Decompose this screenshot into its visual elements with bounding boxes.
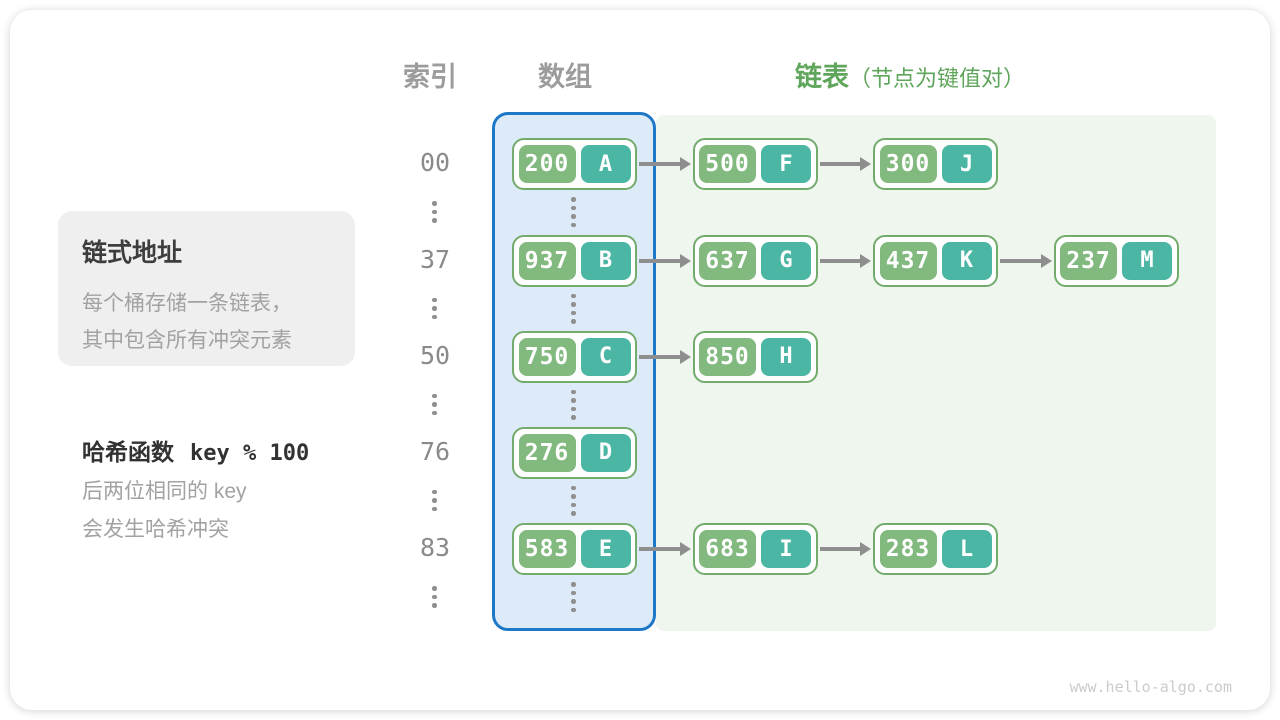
chaining-line-1: 每个桶存储一条链表， xyxy=(82,292,292,315)
node-value: J xyxy=(941,145,992,183)
node-key: 300 xyxy=(879,145,937,183)
node-key: 637 xyxy=(699,241,756,280)
node-key: 500 xyxy=(699,145,756,183)
bucket-index-label: 76 xyxy=(419,436,451,466)
node-key: 283 xyxy=(879,530,937,568)
array-ellipsis-dots xyxy=(571,293,576,324)
hash-function-note: 后两位相同的 key 会发生哈希冲突 xyxy=(82,473,247,549)
hash-function-label: 哈希函数 xyxy=(82,439,174,465)
linked-list-header-note: （节点为键值对） xyxy=(849,66,1026,91)
index-ellipsis-dots xyxy=(432,201,437,223)
array-ellipsis-dots xyxy=(571,485,576,516)
linked-list-header: 链表（节点为键值对） xyxy=(795,55,1025,94)
pointer-arrow-icon xyxy=(639,541,691,557)
node-value: K xyxy=(941,241,992,280)
node-key: 437 xyxy=(879,241,937,280)
node-key: 683 xyxy=(699,530,756,568)
bucket-index-label: 83 xyxy=(419,533,451,562)
node-value: H xyxy=(761,337,811,376)
pointer-arrow-icon xyxy=(819,253,871,269)
node-key: 850 xyxy=(699,337,756,376)
linked-list-header-label: 链表 xyxy=(795,62,849,92)
node-key: 750 xyxy=(518,337,576,376)
node-value: B xyxy=(580,241,631,280)
pointer-arrow-icon xyxy=(639,156,691,172)
pointer-arrow-icon xyxy=(819,156,871,172)
pointer-arrow-icon xyxy=(1000,253,1052,269)
index-ellipsis-dots xyxy=(432,586,437,608)
pointer-arrow-icon xyxy=(639,253,691,269)
node-value: M xyxy=(1122,241,1172,280)
hash-function-formula: key % 100 xyxy=(190,441,310,466)
index-ellipsis-dots xyxy=(432,489,437,512)
chaining-info-card: 链式地址 每个桶存储一条链表， 其中包含所有冲突元素 xyxy=(58,211,355,366)
node-value: C xyxy=(580,337,631,376)
array-ellipsis-dots xyxy=(571,197,576,227)
index-column-header: 索引 xyxy=(403,62,457,92)
pointer-arrow-icon xyxy=(639,349,691,365)
node-key: 583 xyxy=(518,530,576,568)
array-ellipsis-dots xyxy=(571,389,576,420)
array-column-header: 数组 xyxy=(538,62,592,92)
node-value: F xyxy=(761,145,811,183)
node-value: D xyxy=(580,433,631,472)
index-ellipsis-dots xyxy=(432,393,437,416)
watermark-url: www.hello-algo.com xyxy=(1069,678,1232,696)
node-value: E xyxy=(580,530,631,568)
node-value: L xyxy=(941,530,992,568)
node-value: A xyxy=(580,145,631,183)
chaining-title: 链式地址 xyxy=(82,239,183,267)
node-value: I xyxy=(761,530,811,568)
node-value: G xyxy=(761,241,811,280)
index-ellipsis-dots xyxy=(432,297,437,320)
hash-function-title: 哈希函数 key % 100 xyxy=(82,433,309,467)
hash-note-line-2: 会发生哈希冲突 xyxy=(82,518,229,541)
node-key: 237 xyxy=(1060,241,1117,280)
bucket-index-label: 00 xyxy=(419,148,451,177)
bucket-index-label: 50 xyxy=(419,340,451,370)
node-key: 276 xyxy=(518,433,576,472)
chaining-line-2: 其中包含所有冲突元素 xyxy=(82,329,292,352)
node-key: 200 xyxy=(518,145,576,183)
pointer-arrow-icon xyxy=(819,541,871,557)
bucket-index-label: 37 xyxy=(419,244,451,274)
array-ellipsis-dots xyxy=(571,582,576,612)
hash-note-line-1: 后两位相同的 key xyxy=(82,480,247,503)
node-key: 937 xyxy=(518,241,576,280)
